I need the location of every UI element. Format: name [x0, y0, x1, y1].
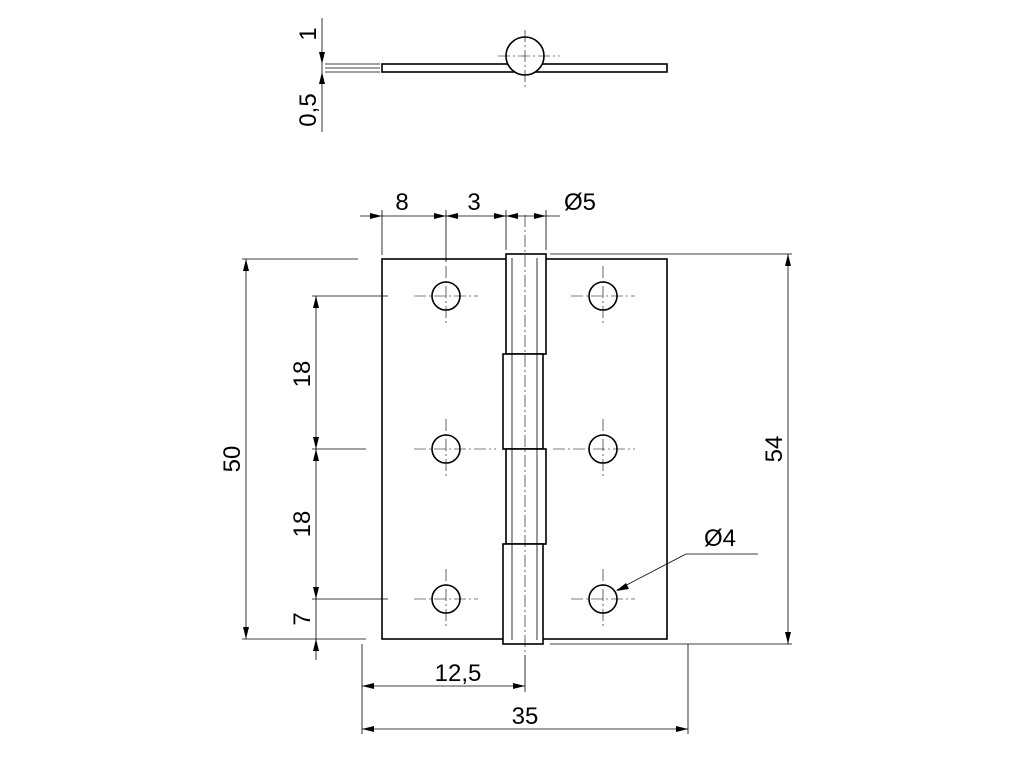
hole-pitch-upper-label: 18	[289, 361, 316, 388]
hole-diameter-callout: Ø4	[616, 525, 758, 591]
bottom-hole-offset-label: 7	[289, 612, 316, 625]
right-dimensions: 54	[550, 253, 792, 645]
sheet-thickness-label: 0,5	[295, 93, 322, 126]
hole-left-bot	[414, 569, 478, 629]
thickness-arrow-bot	[319, 72, 325, 84]
mounting-holes	[414, 266, 635, 629]
side-view: 1 0,5	[295, 18, 668, 132]
hole-to-knuckle-label: 3	[467, 189, 480, 216]
hole-right-bot	[571, 569, 635, 629]
front-view	[381, 215, 668, 655]
left-leaf	[381, 258, 523, 640]
hole-diameter-label: Ø4	[704, 525, 736, 552]
leaf-thickness-label: 1	[295, 27, 322, 40]
knuckle-4	[502, 543, 544, 645]
top-dimensions: 8 3 Ø5	[360, 189, 596, 262]
knuckle-3	[505, 448, 547, 545]
hole-left-mid	[414, 419, 496, 479]
left-dimensions: 18 18 7 50	[219, 258, 388, 660]
thickness-arrow-top	[319, 52, 325, 64]
hole-pitch-lower-label: 18	[289, 511, 316, 538]
bottom-dimensions: 12,5 35	[361, 644, 689, 734]
hole-left-top	[414, 266, 478, 326]
leaf-height-label: 50	[219, 446, 246, 473]
knuckle-1	[505, 253, 547, 355]
hole-right-top	[571, 266, 635, 326]
overall-height-label: 54	[761, 436, 788, 463]
overall-width-label: 35	[512, 703, 539, 730]
hole-edge-offset-label: 8	[395, 189, 408, 216]
pin-diameter-label: Ø5	[564, 189, 596, 216]
pin-center-offset-label: 12,5	[435, 660, 482, 687]
hole-right-mid	[553, 419, 635, 479]
